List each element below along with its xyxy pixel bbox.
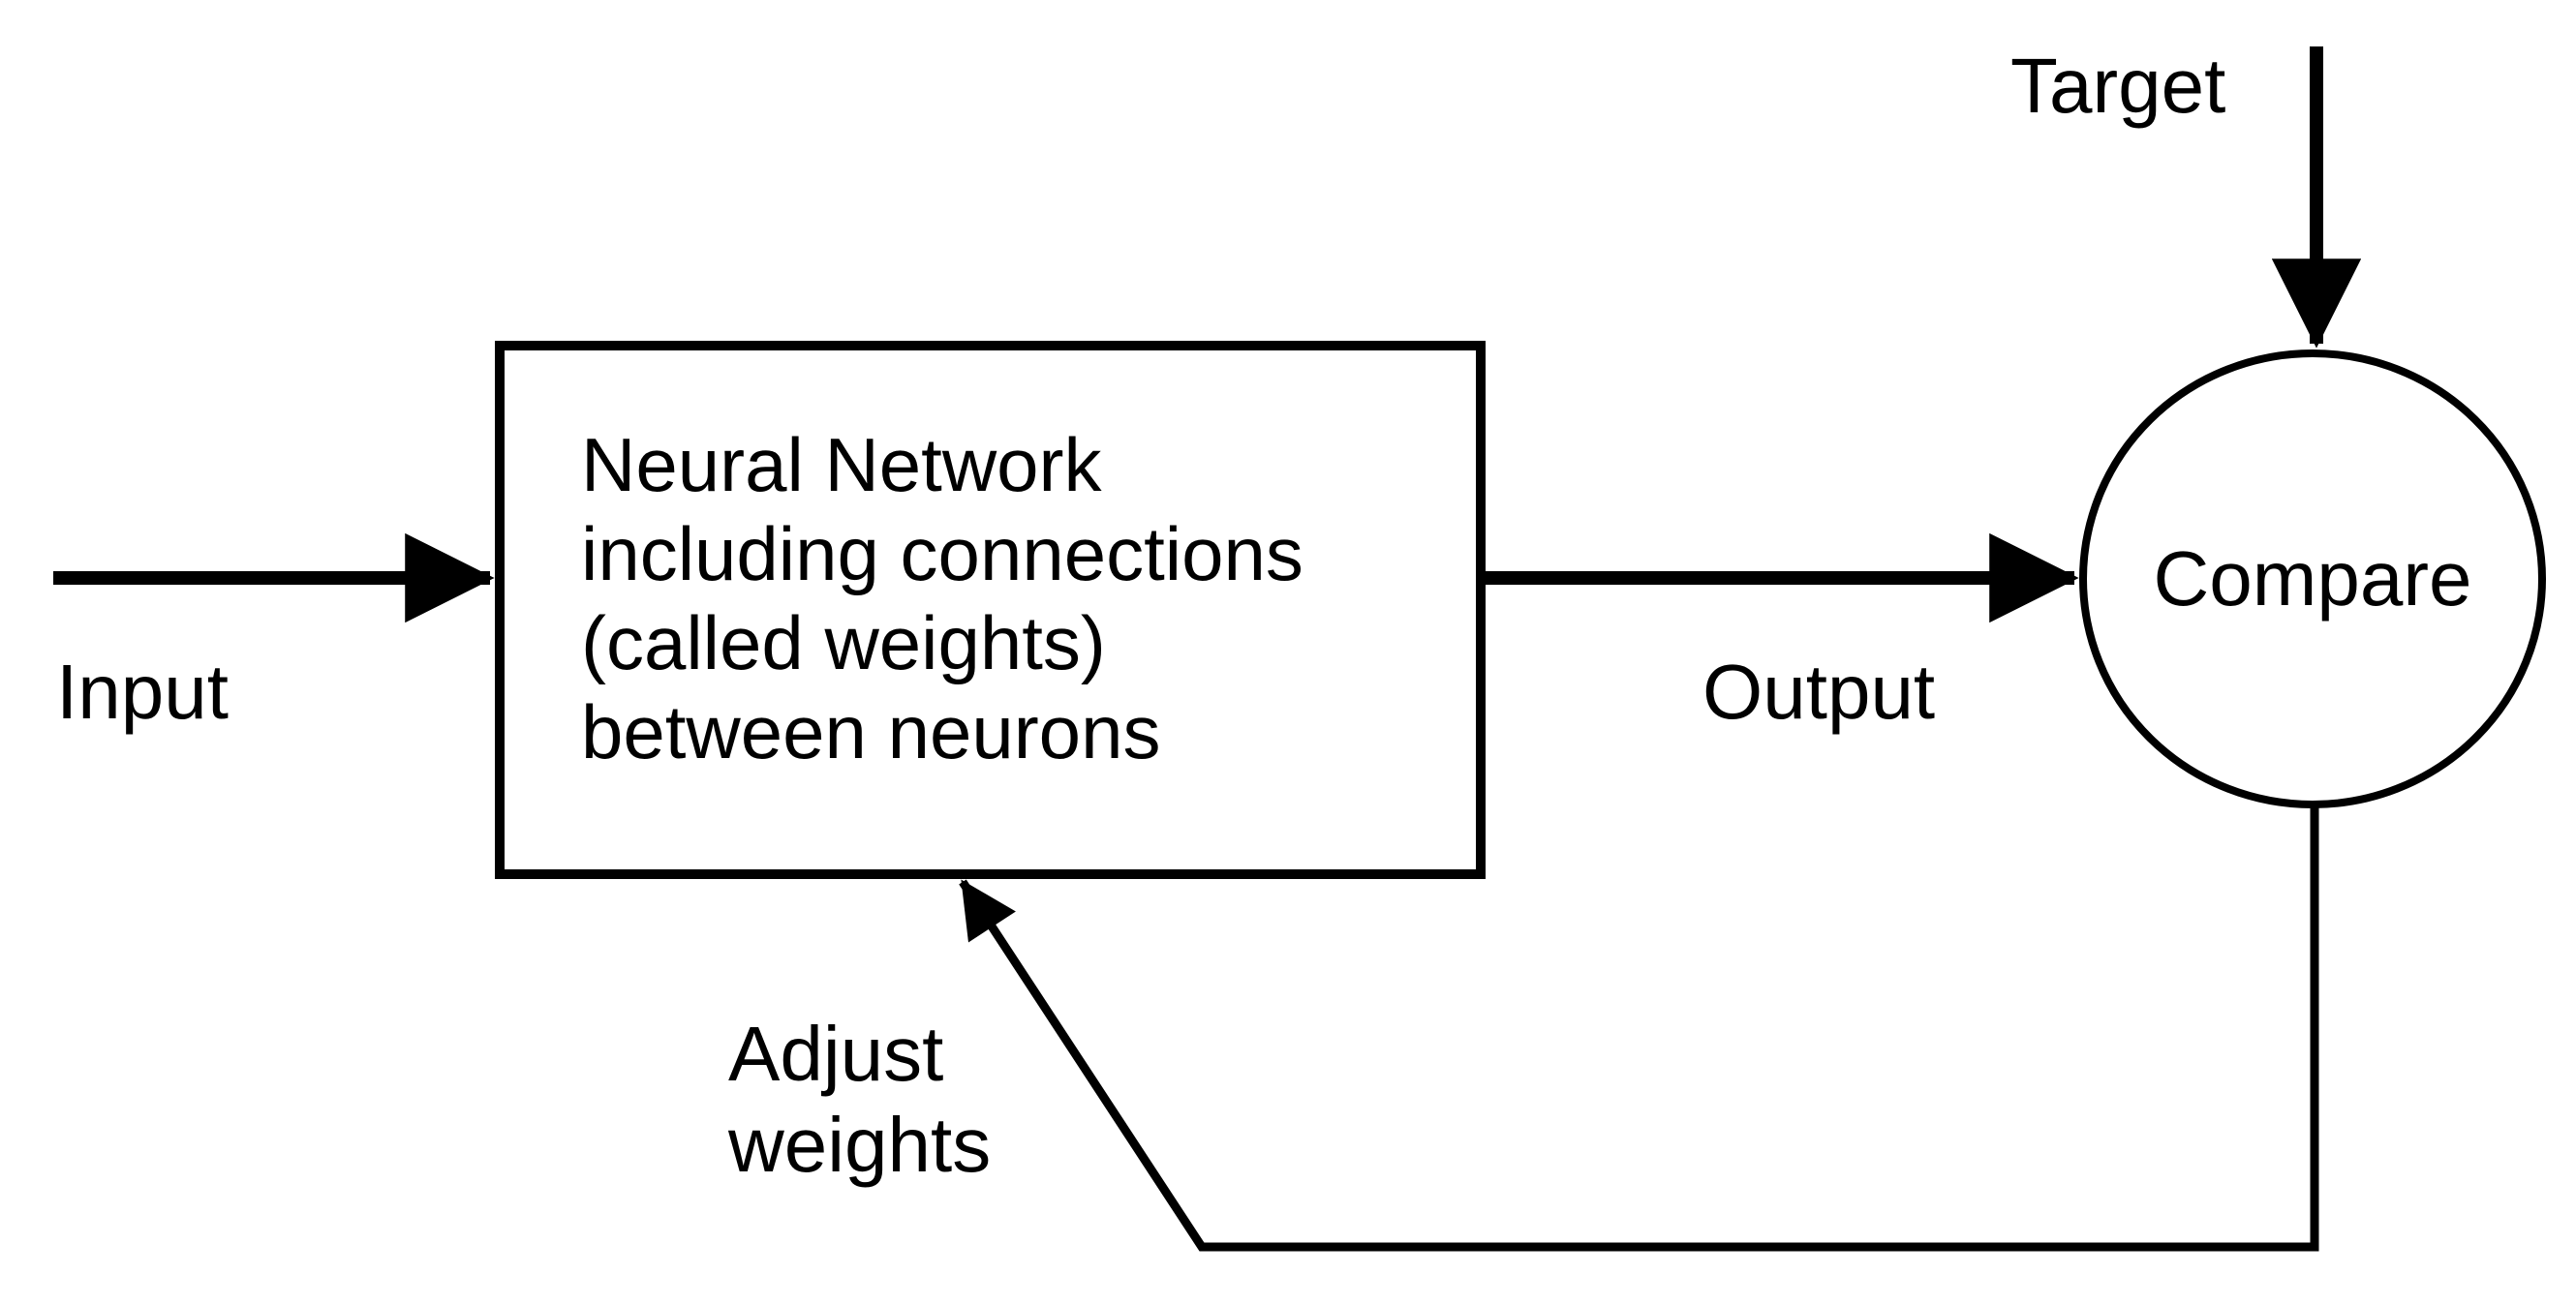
adjust-weights-feedback-arrow bbox=[959, 805, 2319, 1252]
compare-label: Compare bbox=[2153, 535, 2472, 622]
adjust-weights-line-1: Adjust bbox=[728, 1011, 944, 1097]
box-text-line-3: (called weights) bbox=[581, 600, 1106, 685]
input-label: Input bbox=[56, 649, 229, 735]
adjust-weights-label: Adjust weights bbox=[728, 1009, 991, 1191]
adjust-weights-line-2: weights bbox=[728, 1102, 992, 1188]
box-text-line-2: including connections bbox=[581, 511, 1303, 596]
neural-network-box bbox=[495, 341, 1486, 879]
target-label: Target bbox=[2010, 43, 2226, 129]
output-label: Output bbox=[1702, 649, 1936, 735]
box-text-line-1: Neural Network bbox=[581, 422, 1102, 507]
compare-node bbox=[2079, 349, 2546, 808]
compare-label-wrap: Compare bbox=[2084, 353, 2541, 804]
box-text-line-4: between neurons bbox=[581, 689, 1161, 774]
neural-network-box-text: Neural Network including connections (ca… bbox=[581, 420, 1303, 776]
